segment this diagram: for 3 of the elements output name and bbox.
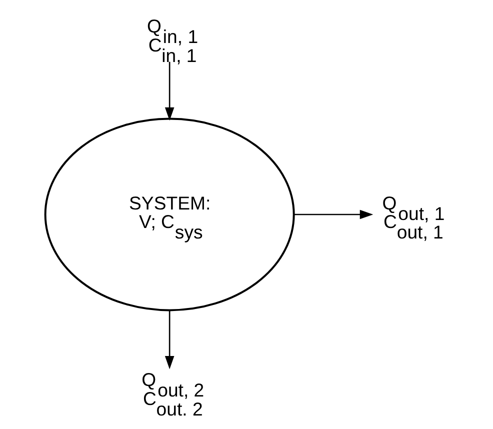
arrow [164,62,174,121]
arrow [294,210,373,220]
arrow [164,310,174,370]
